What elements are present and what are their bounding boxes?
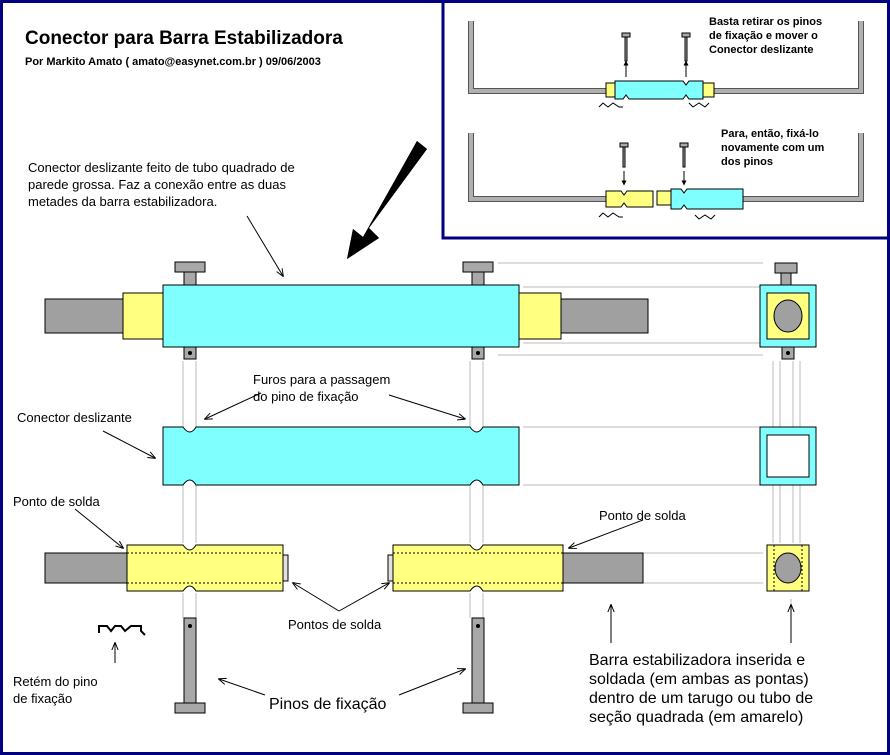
- sliding-connector-part: [162, 426, 520, 486]
- end-view-bar: [766, 544, 810, 592]
- inset-step2-text: Para, então, fixá-lo novamente com um do…: [721, 128, 825, 168]
- label-bar-note: Barra estabilizadora inserida e soldada …: [589, 652, 814, 726]
- diagram-canvas: Conector para Barra Estabilizadora Por M…: [3, 3, 887, 752]
- label-sliding-connector: Conector deslizante: [17, 410, 132, 425]
- fixing-pin-right: [462, 617, 494, 714]
- label-pins: Pinos de fixação: [269, 696, 387, 713]
- right-bar-half: [387, 544, 644, 592]
- page-title: Conector para Barra Estabilizadora: [25, 28, 343, 49]
- end-view-connector: [759, 426, 817, 486]
- inset-top-assembly: [468, 21, 864, 108]
- pin-retainer-clip: [98, 625, 146, 636]
- inset-bottom-assembly: [468, 133, 864, 220]
- left-bar-half: [44, 544, 289, 592]
- inset-step1-text: Basta retirar os pinos de fixação e move…: [709, 16, 823, 56]
- inset-panel: [441, 3, 887, 240]
- diagram-drawing: [44, 3, 887, 714]
- end-view-assembly: [759, 262, 817, 360]
- label-holes: Furos para a passagem do pino de fixação: [253, 372, 391, 404]
- author-byline: Por Markito Amato ( amato@easynet.com.br…: [25, 56, 321, 68]
- label-connector-description: Conector deslizante feito de tubo quadra…: [28, 160, 295, 209]
- fixing-pin-left: [174, 617, 206, 714]
- full-assembly: [44, 261, 649, 360]
- label-weld-point-left: Ponto de solda: [13, 494, 100, 509]
- label-pin-retainer: Retém do pino de fixação: [13, 674, 98, 706]
- label-weld-point-right: Ponto de solda: [599, 508, 686, 523]
- label-weld-points: Pontos de solda: [288, 617, 382, 632]
- label-arrows: [74, 215, 791, 696]
